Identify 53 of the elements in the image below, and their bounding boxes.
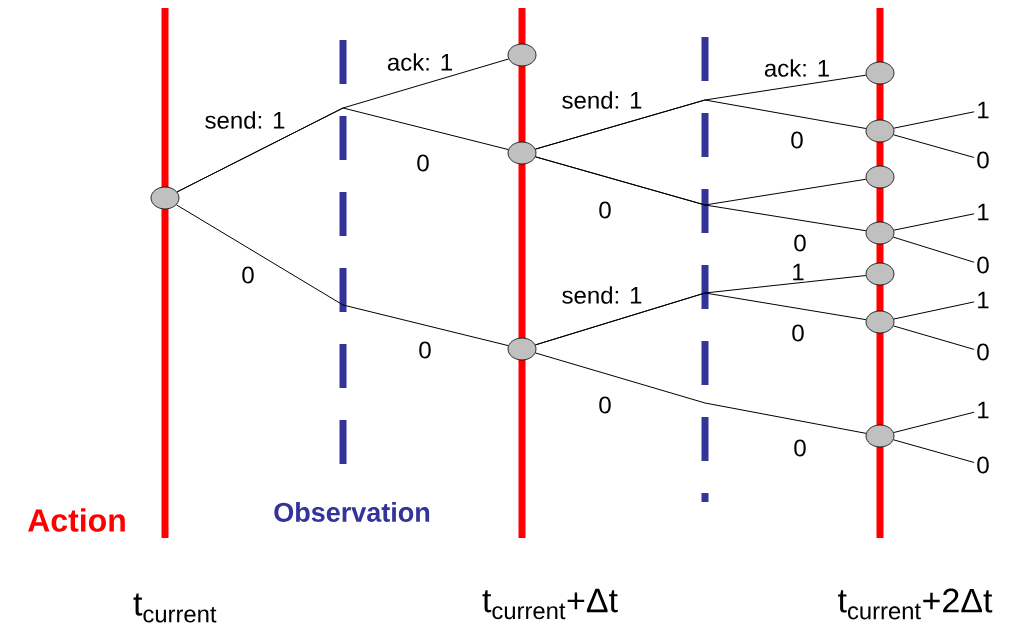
- state-circle: [507, 337, 537, 361]
- action-label: send: 1: [203, 110, 287, 130]
- edge-label: 0: [417, 340, 433, 360]
- branch-value: 1: [978, 401, 989, 419]
- branch-value: 0: [977, 343, 989, 361]
- action-label: send: 1: [560, 285, 644, 305]
- edge-label: 1: [790, 262, 806, 282]
- branch-value: 0: [977, 256, 989, 274]
- branch-line: [176, 204, 509, 347]
- branch-line: [893, 325, 975, 350]
- state-circle: [507, 43, 537, 67]
- time-label: t$_{current}$: [133, 593, 217, 623]
- branch-value: 1: [978, 203, 989, 221]
- action-label: 0: [240, 265, 256, 285]
- edge-label: 0: [790, 323, 806, 343]
- branch-value: 1: [978, 101, 989, 119]
- branch-line: [176, 107, 509, 193]
- state-circle: [865, 119, 895, 143]
- branch-line: [893, 134, 975, 158]
- state-circle: [865, 221, 895, 245]
- legend-title: Observation: [274, 502, 430, 522]
- time-label: t$_{current}$+2Δt: [838, 588, 993, 620]
- branch-line: [893, 411, 975, 434]
- state-circle: [865, 165, 895, 189]
- state-circle: [865, 61, 895, 85]
- branch-line: [893, 439, 975, 463]
- branch-value: 1: [978, 291, 989, 309]
- action-label: 0: [597, 200, 613, 220]
- edge-label: 0: [792, 438, 808, 458]
- legend-title: Action: [28, 508, 125, 532]
- edge-label: 0: [792, 233, 808, 253]
- branch-line: [535, 156, 867, 232]
- branch-value: 0: [977, 456, 989, 474]
- branch-line: [892, 236, 975, 263]
- action-label: send: 1: [560, 90, 644, 110]
- state-circle: [865, 424, 895, 448]
- time-label: t$_{current}$+Δt: [482, 588, 618, 620]
- branch-value: 0: [977, 151, 989, 169]
- edge-label: 0: [415, 153, 431, 173]
- branch-line: [535, 352, 867, 434]
- branch-line: [535, 99, 867, 150]
- state-circle: [865, 262, 895, 286]
- state-circle: [150, 186, 180, 210]
- branch-line: [893, 111, 975, 129]
- branch-line: [534, 292, 867, 346]
- edge-label: ack: 1: [385, 52, 455, 72]
- branch-line: [893, 213, 975, 231]
- edge-label: 0: [789, 130, 805, 150]
- branch-line: [893, 301, 975, 320]
- state-circle: [865, 310, 895, 334]
- action-label: 0: [597, 395, 613, 415]
- edge-label: ack: 1: [762, 58, 832, 78]
- state-circle: [507, 141, 537, 165]
